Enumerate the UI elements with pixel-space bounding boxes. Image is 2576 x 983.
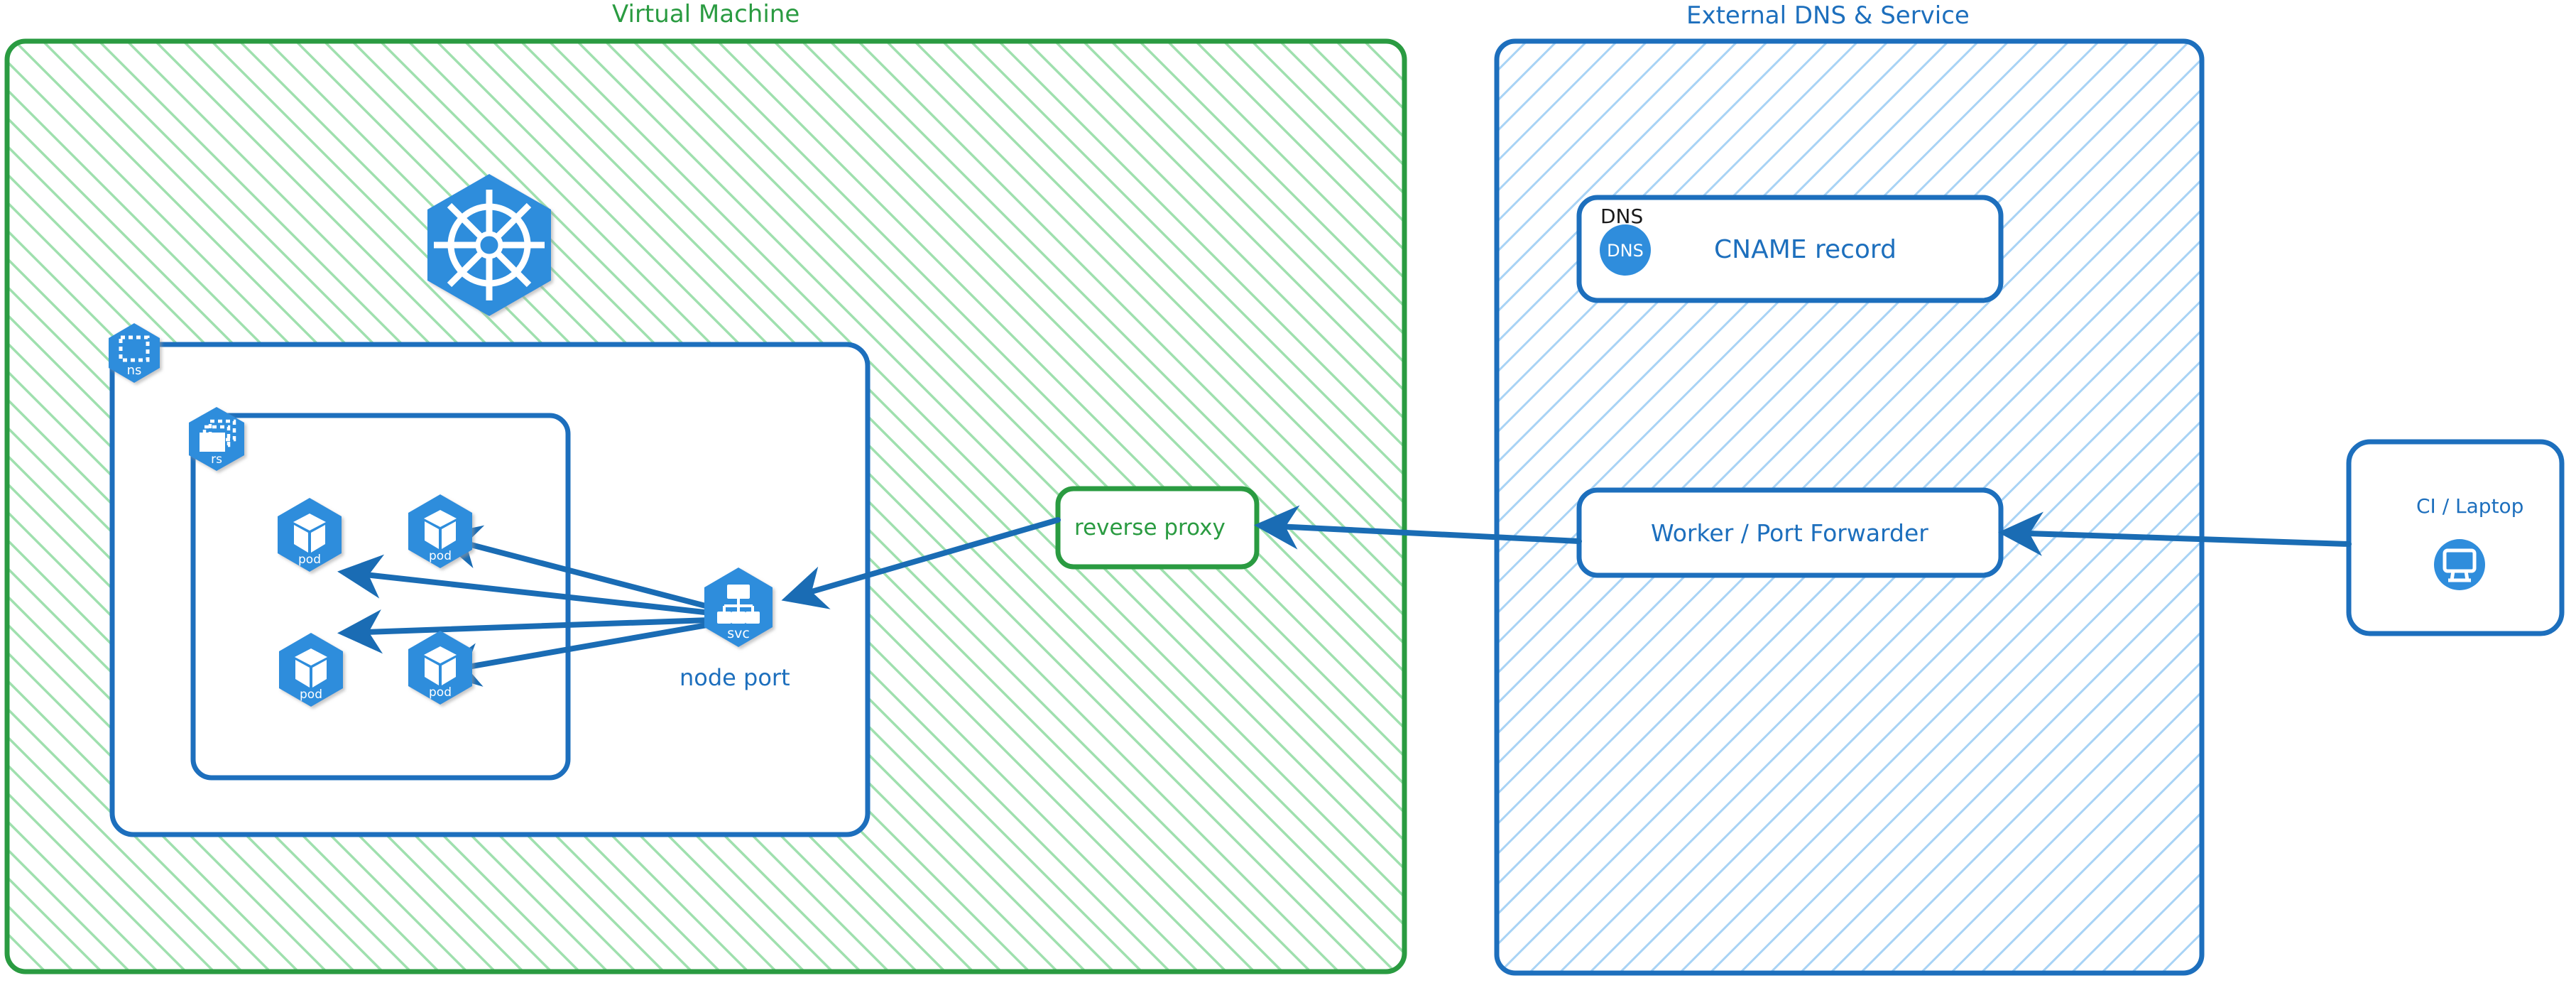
ci-laptop-label[interactable]: CI / Laptop [2416, 494, 2524, 518]
pod-badge-label-1: pod [298, 553, 321, 567]
pod-icon-3: pod [279, 633, 343, 707]
dns-group-label: DNS [1600, 205, 1644, 228]
pod-badge-label-4: pod [429, 685, 452, 700]
service-badge-label: svc [727, 626, 750, 641]
desktop-monitor-icon [2434, 539, 2485, 590]
edge-svc-to-pod-4 [435, 618, 734, 687]
replicaset-badge-label: rs [211, 452, 222, 467]
node-port-caption: node port [680, 664, 790, 691]
dns-icon-label: DNS [1607, 241, 1644, 261]
dns-circle-icon: DNS [1600, 224, 1651, 276]
namespace-icon: ns [109, 323, 160, 383]
replicaset-icon: rs [189, 407, 244, 471]
edges-layer [337, 505, 2352, 687]
pod-icon-4: pod [408, 631, 472, 705]
replicaset-box [190, 413, 571, 781]
dns-record-box[interactable] [1576, 195, 2004, 303]
reverse-proxy-label[interactable]: reverse proxy [1074, 515, 1226, 541]
pod-icon-2: pod [408, 494, 472, 568]
pod-badge-label-2: pod [429, 549, 452, 563]
ci-laptop-box[interactable] [2346, 439, 2565, 636]
pod-icon-1: pod [278, 498, 342, 572]
edge-svc-to-pod-2 [435, 525, 733, 615]
edge-svc-to-pod-1 [337, 554, 733, 618]
edge-worker-to-reverse-proxy [1254, 505, 1582, 550]
edge-ci-laptop-to-worker [1998, 511, 2352, 556]
virtual-machine-title: Virtual Machine [612, 0, 800, 28]
edge-svc-to-pod-3 [337, 609, 731, 654]
namespace-badge-label: ns [127, 363, 142, 378]
kubernetes-logo [427, 174, 551, 316]
worker-port-forwarder-label[interactable]: Worker / Port Forwarder [1651, 519, 1928, 547]
external-dns-service-title: External DNS & Service [1686, 1, 1970, 30]
service-icon: svc [704, 567, 773, 647]
edge-reverse-proxy-to-svc [781, 517, 1061, 609]
cname-record-label[interactable]: CNAME record [1714, 235, 1896, 264]
pod-badge-label-3: pod [300, 688, 322, 702]
